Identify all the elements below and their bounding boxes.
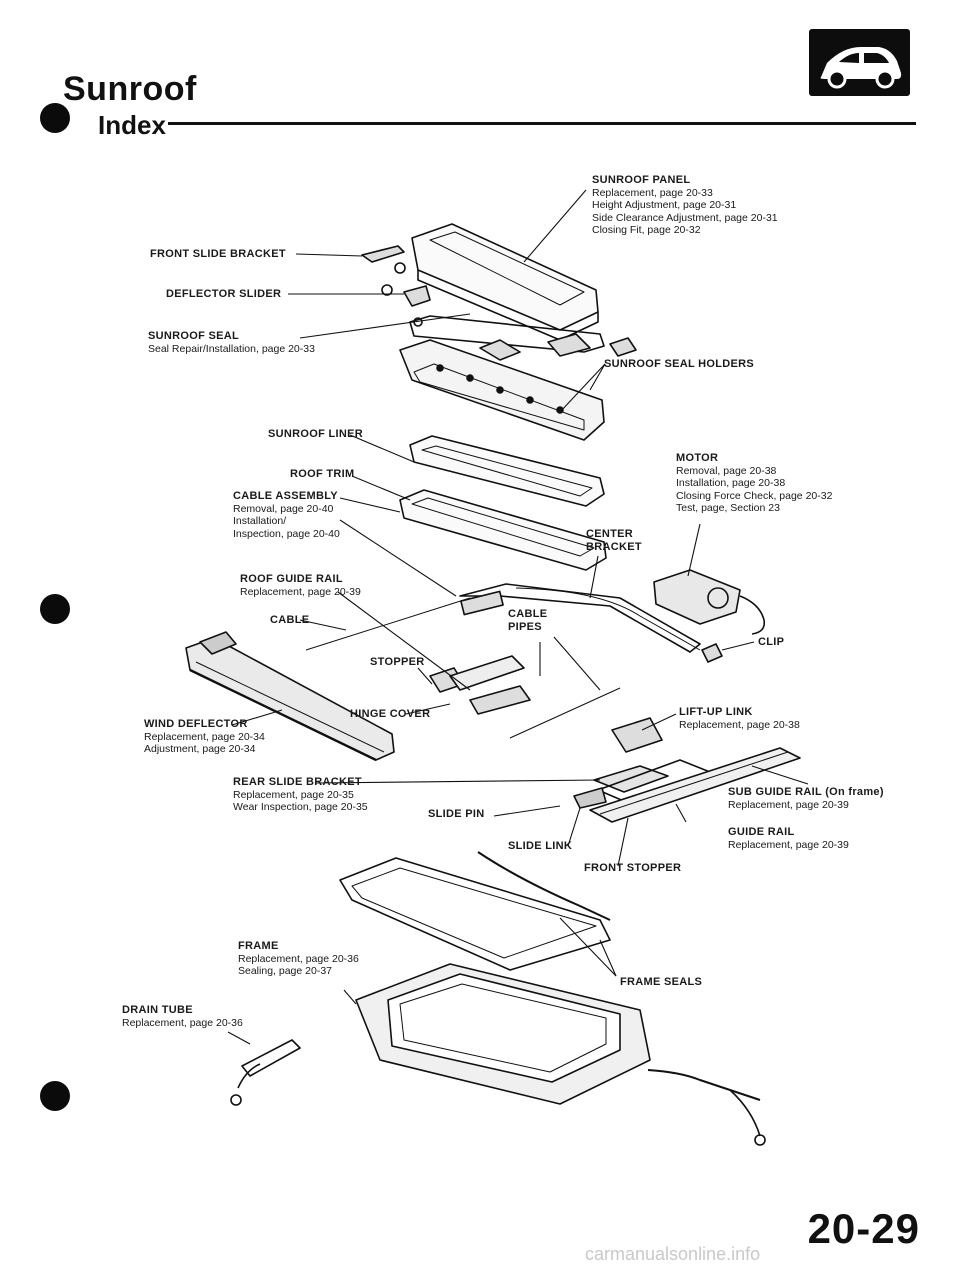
label-cable-assembly: CABLE ASSEMBLY Removal, page 20-40 Insta…	[233, 490, 340, 540]
label-frame-seals: FRAME SEALS	[620, 976, 703, 988]
heading-rule	[168, 122, 916, 125]
motor-part	[653, 569, 766, 635]
label-motor: MOTOR Removal, page 20-38 Installation, …	[676, 452, 833, 514]
label-wind-deflector: WIND DEFLECTOR Replacement, page 20-34 A…	[144, 718, 265, 755]
label-cable: CABLE	[270, 614, 310, 626]
page-title: Sunroof	[63, 70, 197, 108]
page-bullet-mid	[40, 594, 70, 624]
section-heading: Index	[98, 110, 166, 140]
frame-part	[355, 963, 651, 1105]
label-slide-link: SLIDE LINK	[508, 840, 573, 852]
page-bullet-top	[40, 103, 70, 133]
car-icon	[809, 29, 910, 96]
wind-deflector-part	[185, 631, 395, 762]
label-front-slide-bracket: FRONT SLIDE BRACKET	[150, 248, 286, 260]
label-drain-tube: DRAIN TUBE Replacement, page 20-36	[122, 1004, 243, 1029]
label-stopper: STOPPER	[370, 656, 425, 668]
label-front-stopper: FRONT STOPPER	[584, 862, 682, 874]
label-sunroof-panel: SUNROOF PANEL Replacement, page 20-33 He…	[592, 174, 778, 236]
page-bullet-bottom	[40, 1081, 70, 1111]
label-roof-trim: ROOF TRIM	[290, 468, 355, 480]
sunroof-panel-part	[411, 223, 599, 341]
label-roof-guide-rail: ROOF GUIDE RAIL Replacement, page 20-39	[240, 573, 361, 598]
label-sunroof-seal: SUNROOF SEAL Seal Repair/Installation, p…	[148, 330, 315, 355]
watermark-text: carmanualsonline.info	[585, 1244, 761, 1264]
label-frame: FRAME Replacement, page 20-36 Sealing, p…	[238, 940, 359, 977]
label-sub-guide-rail: SUB GUIDE RAIL (On frame) Replacement, p…	[728, 786, 884, 811]
label-hinge-cover: HINGE COVER	[350, 708, 431, 720]
label-cable-pipes: CABLE PIPES	[508, 608, 548, 633]
label-rear-slide-bracket: REAR SLIDE BRACKET Replacement, page 20-…	[233, 776, 368, 813]
label-sunroof-liner: SUNROOF LINER	[268, 428, 363, 440]
sunroof-seal-holder-part	[399, 339, 605, 441]
label-sunroof-seal-holders: SUNROOF SEAL HOLDERS	[604, 358, 755, 370]
label-guide-rail: GUIDE RAIL Replacement, page 20-39	[728, 826, 849, 851]
label-deflector-slider: DEFLECTOR SLIDER	[166, 288, 282, 300]
page-number: 20-29	[807, 1205, 920, 1252]
label-clip: CLIP	[758, 636, 785, 648]
label-slide-pin: SLIDE PIN	[428, 808, 485, 820]
label-lift-up-link: LIFT-UP LINK Replacement, page 20-38	[679, 706, 800, 731]
label-center-bracket: CENTER BRACKET	[586, 528, 642, 553]
